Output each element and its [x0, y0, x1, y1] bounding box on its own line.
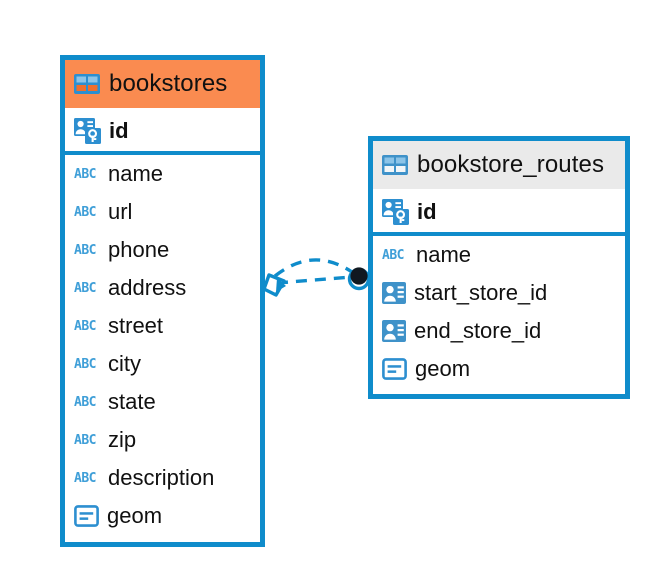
field-row-id[interactable]: id: [373, 191, 625, 236]
field-row-description[interactable]: description: [65, 459, 260, 497]
relationship-line-bookstores-bookstore_routes: [273, 258, 353, 285]
field-row-geom[interactable]: geom: [373, 350, 625, 388]
field-label: address: [108, 275, 187, 300]
entity-field-list-bookstores: id name url phone address street: [65, 108, 260, 535]
field-row-state[interactable]: state: [65, 383, 260, 421]
relationship-dashed-line-lower: [276, 275, 353, 285]
abc-text-icon: [74, 471, 100, 485]
field-row-street[interactable]: street: [65, 307, 260, 345]
field-row-end_store_id[interactable]: end_store_id: [373, 312, 625, 350]
foreign-key-icon: [382, 320, 406, 342]
entity-field-list-bookstore_routes: id name start_store_id end_store_id geom: [373, 189, 625, 388]
field-label: state: [108, 389, 156, 414]
field-row-name[interactable]: name: [65, 155, 260, 193]
primary-key-icon: [74, 118, 101, 144]
entity-title: bookstores: [109, 70, 228, 97]
table-icon: [74, 74, 100, 94]
geometry-icon: [74, 505, 99, 527]
field-label: start_store_id: [414, 280, 548, 305]
abc-text-icon: [74, 395, 100, 409]
field-label: name: [108, 161, 164, 186]
field-label: phone: [108, 237, 170, 262]
entity-header-bookstores[interactable]: bookstores: [65, 60, 260, 108]
abc-text-icon: [74, 167, 100, 181]
field-row-phone[interactable]: phone: [65, 231, 260, 269]
relationship-dashed-line-upper: [273, 258, 353, 278]
field-label: id: [417, 198, 437, 224]
field-label: city: [108, 351, 141, 376]
entity-table-bookstores[interactable]: bookstores id name url phone address: [60, 55, 265, 547]
abc-text-icon: [74, 433, 100, 447]
field-row-city[interactable]: city: [65, 345, 260, 383]
entity-table-bookstore_routes[interactable]: bookstore_routes id name start_store_id …: [368, 136, 630, 399]
field-row-url[interactable]: url: [65, 193, 260, 231]
abc-text-icon: [74, 281, 100, 295]
field-label: name: [416, 242, 472, 267]
field-label: street: [108, 313, 164, 338]
field-row-start_store_id[interactable]: start_store_id: [373, 274, 625, 312]
abc-text-icon: [74, 243, 100, 257]
field-label: end_store_id: [414, 318, 542, 343]
field-row-zip[interactable]: zip: [65, 421, 260, 459]
abc-text-icon: [74, 205, 100, 219]
geometry-icon: [382, 358, 407, 380]
table-icon: [382, 155, 408, 175]
field-label: zip: [108, 427, 137, 452]
field-label: url: [108, 199, 133, 224]
foreign-key-icon: [382, 282, 406, 304]
crows-foot-marker: [262, 273, 286, 297]
abc-text-icon: [74, 357, 100, 371]
field-row-name[interactable]: name: [373, 236, 625, 274]
filled-circle-marker: [347, 267, 371, 291]
abc-text-icon: [382, 248, 408, 262]
field-label: description: [108, 465, 215, 490]
field-label: id: [109, 117, 129, 143]
entity-header-bookstore_routes[interactable]: bookstore_routes: [373, 141, 625, 189]
field-row-address[interactable]: address: [65, 269, 260, 307]
primary-key-icon: [382, 199, 409, 225]
entity-title: bookstore_routes: [417, 151, 605, 178]
abc-text-icon: [74, 319, 100, 333]
field-row-geom[interactable]: geom: [65, 497, 260, 535]
field-label: geom: [107, 503, 163, 528]
field-row-id[interactable]: id: [65, 110, 260, 155]
field-label: geom: [415, 356, 471, 381]
